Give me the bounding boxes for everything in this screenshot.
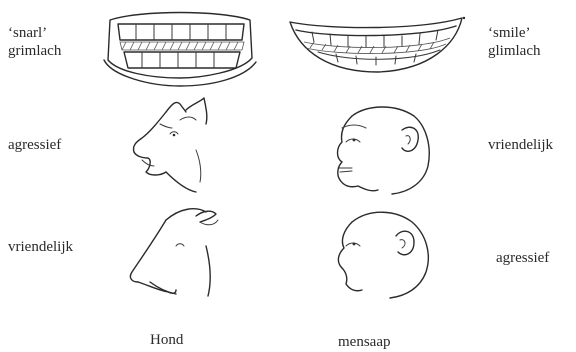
dog-friendly-drawing (130, 209, 218, 296)
ape-friendly-drawing (338, 107, 430, 194)
snarl-mouth-drawing (104, 13, 256, 87)
dog-aggressive-drawing (133, 98, 206, 192)
ape-aggressive-drawing (338, 212, 428, 298)
smile-mouth-drawing (290, 17, 465, 72)
